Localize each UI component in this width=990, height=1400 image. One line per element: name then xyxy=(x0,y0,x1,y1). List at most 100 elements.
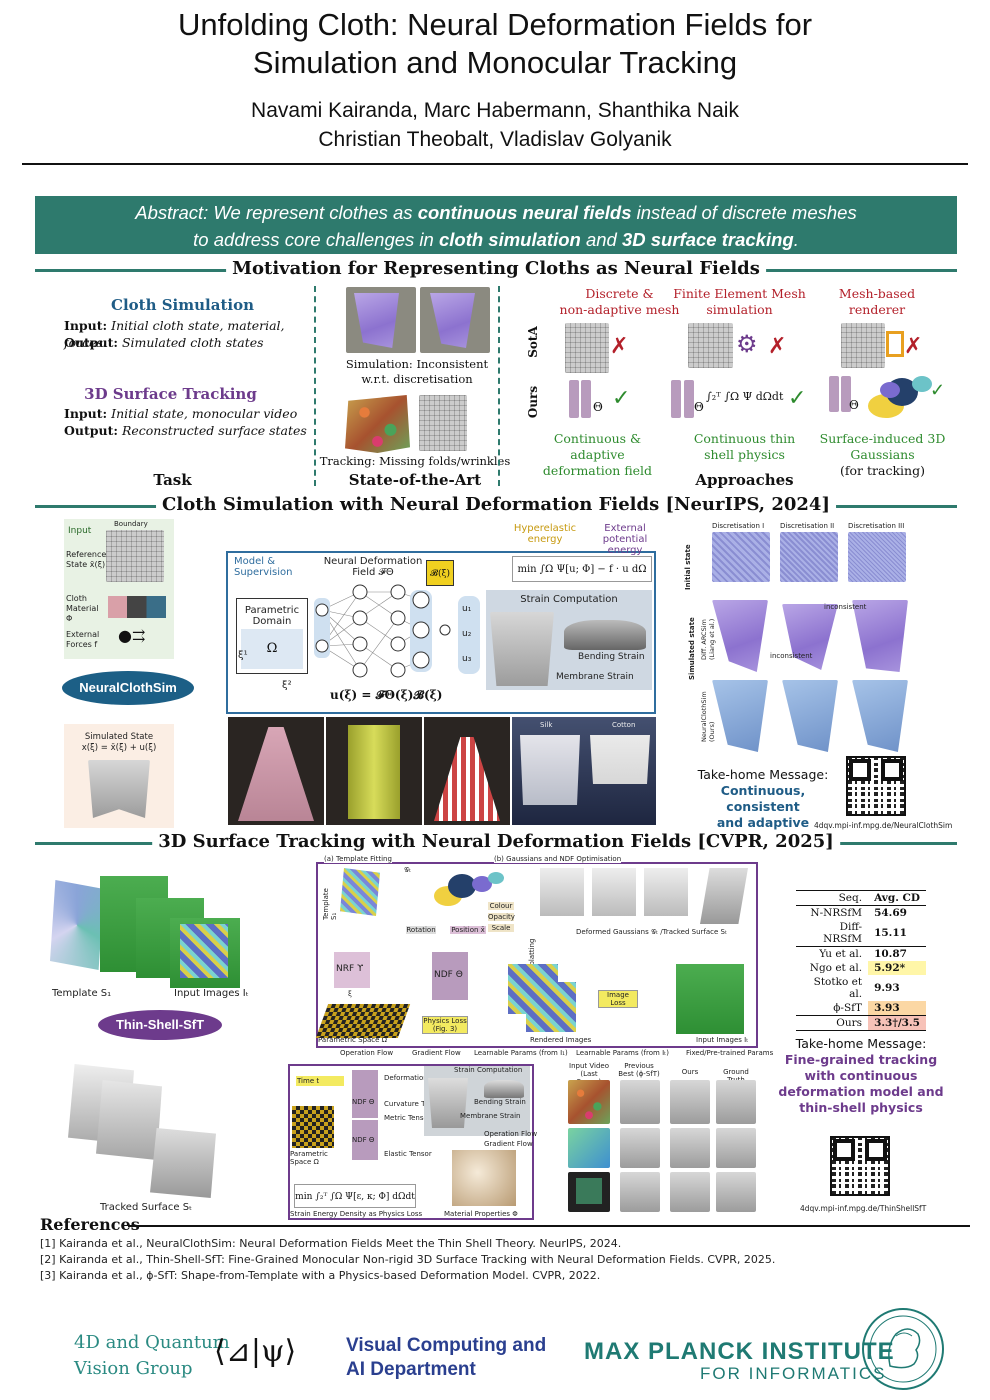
neuralclothsim-url[interactable]: 4dqv.mpi-inf.mpg.de/NeuralClothSim xyxy=(814,821,953,830)
task-sim-output: Output: Simulated cloth states xyxy=(64,334,309,351)
caption-line: w.r.t. discretisation xyxy=(361,372,473,386)
physics-panel xyxy=(288,1064,534,1220)
approach-ours-3: Surface-induced 3D Gaussians (for tracki… xyxy=(810,431,955,479)
cmp-ours-1 xyxy=(670,1080,710,1124)
nrf-block xyxy=(334,952,370,988)
task-track-title: 3D Surface Tracking xyxy=(84,385,257,403)
gallery-skirt-1 xyxy=(228,717,324,825)
ndf-block xyxy=(432,952,468,1000)
qr-code-thinshellsft[interactable] xyxy=(830,1136,890,1196)
ndf-block-1 xyxy=(352,1070,378,1118)
material-props-label: Material Properties Φ xyxy=(444,1210,518,1218)
curvature-label: Curvature Tensor xyxy=(384,1100,444,1108)
scale-box: Scale xyxy=(488,924,514,932)
nrf-label: NRF ϒ xyxy=(336,964,364,974)
cmp-input-3 xyxy=(568,1172,610,1212)
input-images-label: Input Images Iₜ xyxy=(174,988,249,999)
abstract-text: instead of discrete meshes xyxy=(631,202,857,223)
strain-computation-label: Strain Computation xyxy=(520,594,618,605)
head-line: renderer xyxy=(848,302,906,317)
network-layer xyxy=(581,380,591,418)
template-pillow-image xyxy=(50,880,104,970)
tracking-cloth-image xyxy=(345,395,410,453)
qr-code-neuralclothsim[interactable] xyxy=(846,756,906,816)
diff-arcsim-label: Diff. ARCSim (Liang et al.) xyxy=(700,618,716,660)
row-name: Stotko et al. xyxy=(813,976,863,1000)
disc-2-image xyxy=(780,532,838,582)
xi-label: ξ xyxy=(348,990,352,998)
row-name: Ngo et al. xyxy=(809,962,863,974)
strain-cloth-image xyxy=(428,1078,468,1128)
simulated-state-label: Simulated State xyxy=(84,732,154,742)
tracking-heading: 3D Surface Tracking with Neural Deformat… xyxy=(35,831,957,855)
ours-line: deformation field xyxy=(542,463,653,478)
minerva-seal-icon xyxy=(862,1308,944,1390)
abstract-emphasis: 3D surface tracking xyxy=(621,229,794,250)
ndf-theta-2: NDF Θ xyxy=(352,1136,375,1144)
abstract-emphasis: continuous neural fields xyxy=(417,202,632,223)
basis-box: 𝓑(ξ) xyxy=(426,560,454,586)
boundary-label: Boundary xyxy=(114,520,148,528)
abstract-text: Abstract: We represent clothes as xyxy=(135,202,418,223)
template-s1-label: Template S₁ xyxy=(322,888,338,920)
bending-label: Bending Strain xyxy=(474,1098,526,1106)
u1-label: u₁ xyxy=(462,604,472,614)
ndf-theta-1: NDF Θ xyxy=(352,1098,375,1106)
value: Initial state, monocular video xyxy=(111,406,298,421)
sim-inconsistent-image-1 xyxy=(346,287,416,353)
network-layer xyxy=(829,376,839,412)
ours-result-3 xyxy=(852,680,908,752)
thin-shell-sft-label: Thin-Shell-SfT xyxy=(98,1010,222,1040)
forces-icon: ●⇉ xyxy=(118,626,146,645)
network-layer xyxy=(671,380,681,418)
approach-head-1: Discrete & non-adaptive mesh xyxy=(547,286,692,318)
theta-symbol: Θ xyxy=(593,400,603,414)
network-layer xyxy=(569,380,579,418)
cmp-prev-1 xyxy=(620,1080,660,1124)
reference-state-label: Reference State x̄(ξ) xyxy=(66,550,107,569)
bending-strain-label: Bending Strain xyxy=(578,652,645,662)
abstract-banner: Abstract: We represent clothes as contin… xyxy=(35,196,957,254)
cmp-input-2 xyxy=(568,1128,610,1168)
ours-line: shell physics xyxy=(704,447,785,462)
approach-head-3: Mesh-based renderer xyxy=(807,286,947,318)
task-sim-input: Input: Initial cloth state, material, fo… xyxy=(64,317,309,351)
bending-surface xyxy=(484,1080,524,1098)
rendered-images-label: Rendered Images xyxy=(530,1036,592,1044)
input-label: Input xyxy=(68,526,92,536)
strain-cloth-image xyxy=(490,612,554,686)
label: Input: xyxy=(64,318,108,333)
tracked-surface-3 xyxy=(150,1128,216,1198)
cross-icon: ✗ xyxy=(610,334,629,359)
cmp-ours-3 xyxy=(670,1172,710,1212)
legend-operation-flow: Operation Flow xyxy=(340,1049,394,1057)
bending-surface xyxy=(564,620,646,650)
rotation-box: Rotation xyxy=(406,926,436,934)
takehome-text: Continuous, consistent xyxy=(720,783,806,814)
row-name: ϕ-SfT xyxy=(833,1002,863,1014)
density-label: Strain Energy Density as Physics Loss xyxy=(290,1210,423,1218)
task-track-input: Input: Initial state, monocular video xyxy=(64,405,309,422)
authors-line-1: Navami Kairanda, Marc Habermann, Shanthi… xyxy=(251,99,739,122)
u3-label: u₃ xyxy=(462,654,472,664)
op-flow-label: Operation Flow xyxy=(484,1130,538,1138)
row-val: 3.93 xyxy=(868,1001,926,1016)
ndf-label: Neural Deformation Field 𝓕Θ xyxy=(323,556,423,578)
discrete-mesh-image xyxy=(565,323,609,373)
disc-1-label: Discretisation I xyxy=(712,522,765,530)
check-icon: ✓ xyxy=(788,386,807,411)
table-header-seq: Seq. xyxy=(838,892,863,904)
xi1-label: ξ¹ xyxy=(238,650,248,661)
cmp-prev-label: Previous Best (ϕ-SfT) xyxy=(618,1062,660,1078)
ours-result-1 xyxy=(712,680,768,752)
caption-line: Simulation: Inconsistent xyxy=(345,357,489,371)
hyperelastic-label: Hyperelastic energy xyxy=(513,523,577,545)
thinshellsft-url[interactable]: 4dqv.mpi-inf.mpg.de/ThinShellSfT xyxy=(800,1204,927,1213)
references-rule xyxy=(128,1225,970,1227)
task-sim-title: Cloth Simulation xyxy=(111,296,254,314)
param-space-a-label: Parametric Space Ω xyxy=(318,1036,388,1044)
arcsim-result-1 xyxy=(712,600,768,672)
energy-minimization: min ∫Ω Ψ[u; Φ] − f · u dΩ xyxy=(512,556,652,582)
u2-label: u₂ xyxy=(462,629,472,639)
